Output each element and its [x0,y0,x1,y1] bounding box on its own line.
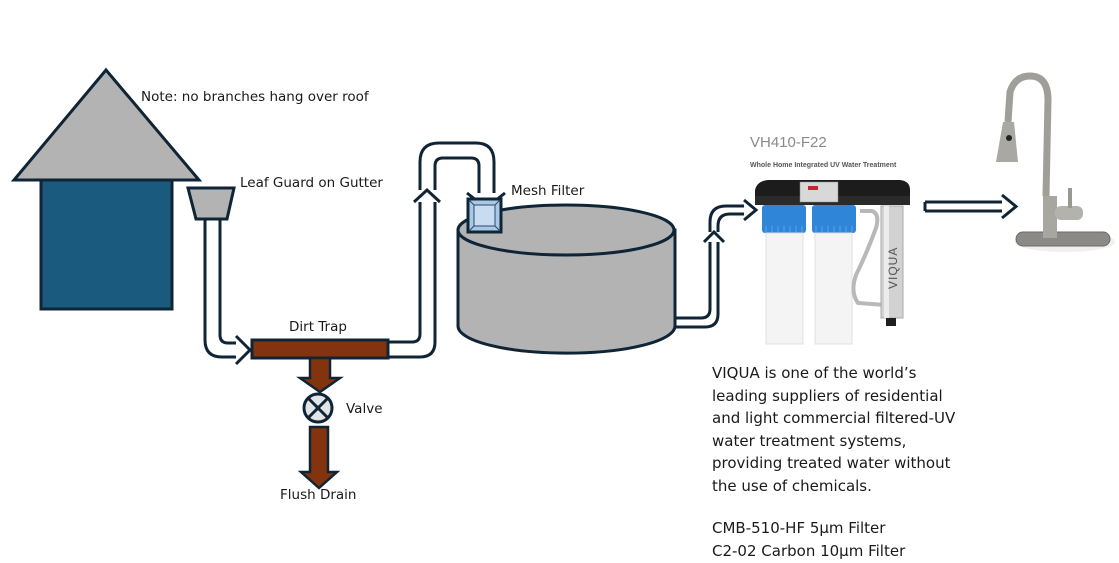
valve-label: Valve [346,401,383,417]
product-model: VH410-F22 [750,134,827,151]
flush-drain-label: Flush Drain [280,487,356,503]
valve-icon [302,392,334,424]
mesh-filter-label: Mesh Filter [511,183,585,199]
description-line: and light commercial filtered-UV [712,409,956,427]
leaf-guard-label: Leaf Guard on Gutter [240,175,383,191]
faucet-arrow [923,193,1019,220]
house-roof [10,67,203,182]
filter-spec: CMB-510-HF 5µm Filter [712,519,886,537]
dirt-trap [250,338,390,360]
spacer [712,497,982,517]
outlet-pipe-arrow [676,198,759,329]
product-subtitle: Whole Home Integrated UV Water Treatment [750,162,897,169]
house-wall [39,178,174,311]
faucet-image [996,72,1115,252]
house [10,67,203,311]
water-tank [456,203,677,355]
filter-spec: C2-02 Carbon 10µm Filter [712,541,906,560]
dirt-trap-label: Dirt Trap [289,319,347,335]
description-line: water treatment systems, [712,431,907,450]
uv-brand-text: VIQUA [886,247,900,289]
leaf-guard [186,186,236,221]
filter-unit-image: VIQUA [755,180,910,345]
drain-arrow-upper [296,356,344,394]
description-line: providing treated water without [712,454,951,472]
downpipe-arrow [203,219,253,366]
note-label: Note: no branches hang over roof [141,89,370,105]
description-line: the use of chemicals. [712,476,872,495]
description-line: leading suppliers of residential [712,386,943,405]
description-line: VIQUA is one of the world’s [712,364,917,382]
drain-arrow-lower [297,425,341,490]
mesh-filter-icon [466,197,503,234]
product-description: VIQUA is one of the world’s leading supp… [712,362,982,562]
